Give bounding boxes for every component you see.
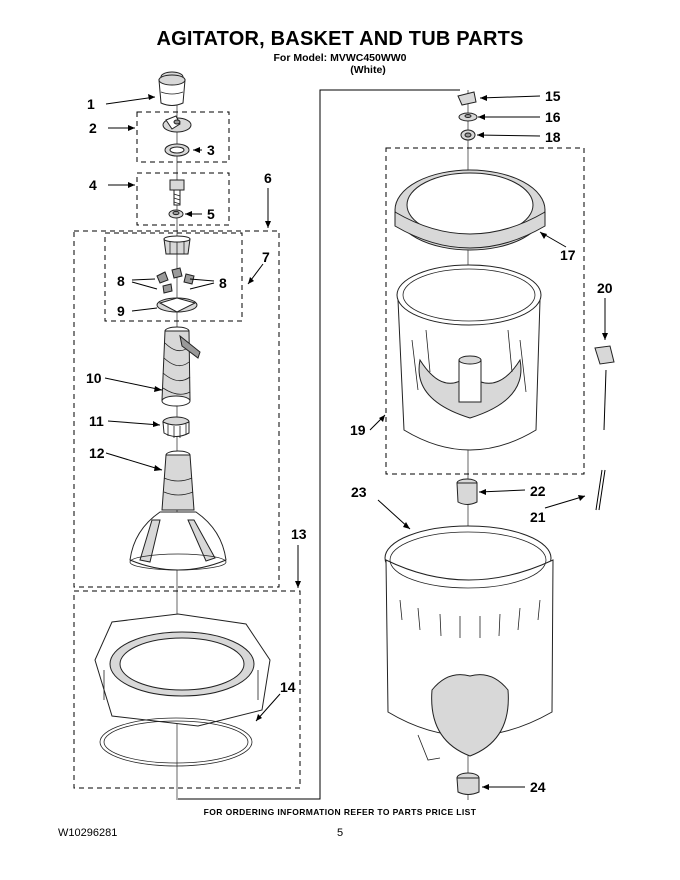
page-title: AGITATOR, BASKET AND TUB PARTS	[156, 28, 524, 50]
callout-18: 18	[545, 129, 561, 145]
group-box-7	[104, 232, 243, 322]
callout-22: 22	[530, 483, 546, 499]
group-box-4	[136, 172, 230, 226]
callout-16: 16	[545, 109, 561, 125]
wash-basket-part	[396, 264, 542, 451]
leader-arrowheads	[128, 94, 608, 790]
callout-24: 24	[530, 779, 546, 795]
group-box-2	[136, 111, 230, 163]
agitator-dogs-part	[156, 267, 195, 294]
cam-drive-part	[163, 235, 191, 255]
callout-14: 14	[280, 679, 296, 695]
group-box-6	[73, 230, 280, 588]
callout-5: 5	[207, 206, 215, 222]
callout-12: 12	[89, 445, 105, 461]
group-box-17-19	[385, 147, 585, 475]
callout-17: 17	[560, 247, 576, 263]
tub-ring-part	[94, 613, 271, 767]
hub-nut-part	[457, 91, 477, 106]
agitator-auger-part	[161, 326, 201, 407]
callout-15: 15	[545, 88, 561, 104]
callout-8-left: 8	[117, 273, 125, 289]
callout-6: 6	[264, 170, 272, 186]
balance-ring-part	[394, 169, 546, 251]
group-box-13	[73, 590, 301, 789]
callout-1: 1	[87, 96, 95, 112]
callout-23: 23	[351, 484, 367, 500]
bolt-part	[169, 179, 185, 206]
callout-9: 9	[117, 303, 125, 319]
dog-retainer-part	[156, 297, 198, 313]
callout-8-right: 8	[219, 275, 227, 291]
document-number: W10296281	[58, 827, 118, 839]
connector-line	[178, 89, 460, 800]
callout-4: 4	[89, 177, 97, 193]
callout-21: 21	[530, 509, 546, 525]
callout-2: 2	[89, 120, 97, 136]
callout-13: 13	[291, 526, 307, 542]
model-line: For Model: MVWC450WW0	[273, 52, 407, 64]
clutch-part	[162, 416, 190, 438]
page-number: 5	[337, 827, 344, 839]
outer-tub-part	[384, 525, 554, 761]
agitator-base-part	[129, 450, 227, 571]
callout-3: 3	[207, 142, 215, 158]
ordering-note: FOR ORDERING INFORMATION REFER TO PARTS …	[203, 807, 477, 817]
suspension-hose-part	[594, 345, 615, 511]
callout-19: 19	[350, 422, 366, 438]
callout-20: 20	[597, 280, 613, 296]
drive-block-part	[456, 478, 478, 505]
color-line: (White)	[350, 64, 386, 76]
seal-ring-part	[164, 143, 190, 157]
callout-11: 11	[89, 413, 104, 429]
agitator-cap-part	[158, 71, 186, 106]
hub-seal-part	[460, 129, 476, 141]
callout-10: 10	[86, 370, 102, 386]
spanner-nut-part	[458, 112, 478, 122]
washer-part	[168, 209, 184, 219]
cam-part	[162, 115, 192, 133]
callout-7: 7	[262, 249, 270, 265]
tub-seal-part	[456, 772, 480, 795]
